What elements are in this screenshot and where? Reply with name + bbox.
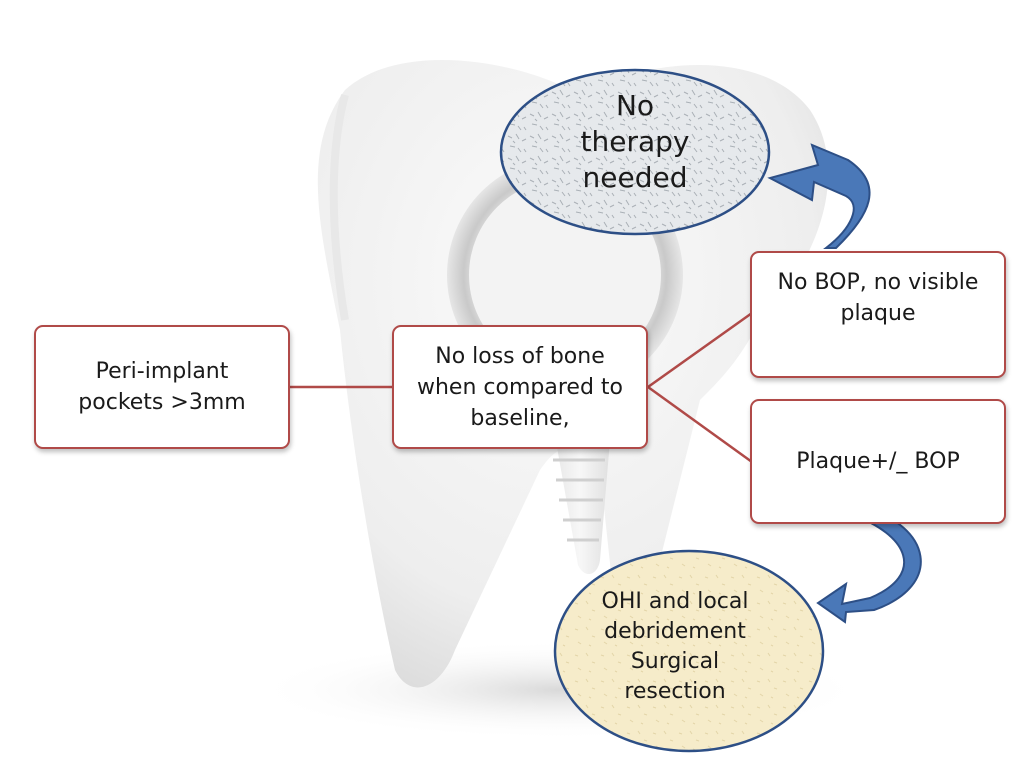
node-no-bop: No BOP, no visible plaque [750,251,1006,378]
curved-arrow-icon [767,143,871,249]
node-line: pockets >3mm [78,390,246,415]
node-line: Surgical [630,649,720,674]
connector-lines [290,311,753,464]
node-line: No [615,89,655,122]
node-no-loss-of-bone: No loss of bone when compared to baselin… [392,325,648,449]
node-line: No loss of bone [435,344,605,369]
connector-noloss-plaque [647,385,753,464]
curved-arrow-icon [816,506,922,624]
connector-noloss-nobop [647,311,753,389]
node-line: plaque [840,301,916,326]
node-plaque-bop: Plaque+/_ BOP [750,399,1006,524]
node-peri-implant-pockets: Peri-implant pockets >3mm [34,325,290,449]
node-line: needed [582,161,688,194]
ohi-ellipse [553,549,825,753]
node-line: debridement [604,619,746,644]
node-line: No BOP, no visible [777,270,979,295]
no-therapy-ellipse [499,68,771,236]
node-line: Plaque+/_ BOP [796,449,960,474]
node-no-therapy-needed: No therapy needed [540,88,730,196]
node-ohi-debridement: OHI and local debridement Surgical resec… [570,587,780,707]
node-line: Peri-implant [95,359,229,384]
node-line: therapy [580,125,690,158]
node-line: resection [624,679,726,704]
node-line: when compared to [417,375,623,400]
node-line: baseline, [470,406,570,431]
node-line: OHI and local [601,589,749,614]
